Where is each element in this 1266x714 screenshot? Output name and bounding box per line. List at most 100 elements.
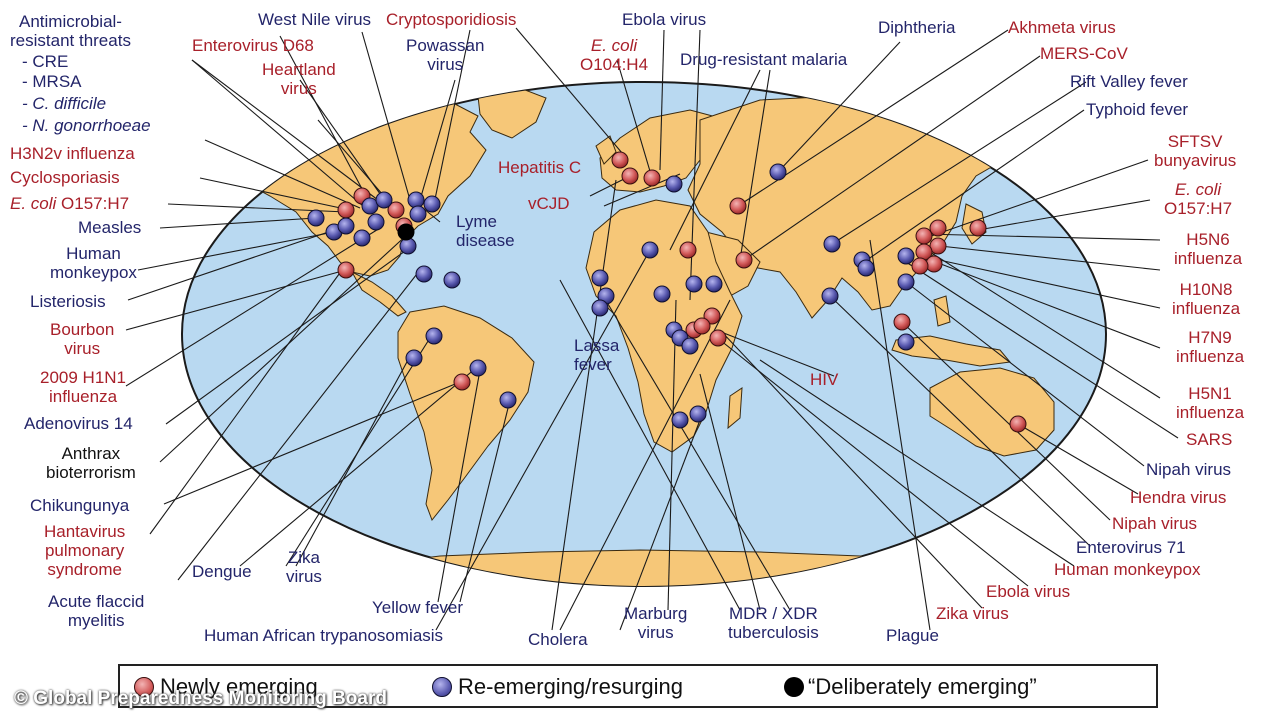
blue-dot xyxy=(857,259,875,277)
red-dot xyxy=(929,219,947,237)
label-h3n2v: H3N2v influenza xyxy=(10,144,135,163)
label-anthrax: Anthrax bioterrorism xyxy=(46,444,136,482)
blue-dot xyxy=(641,241,659,259)
legend-reemerging: Re-emerging/resurging xyxy=(458,674,683,699)
label-amr-cre: - CRE xyxy=(22,52,69,71)
madagascar xyxy=(727,387,743,430)
label-marburg: Marburg virus xyxy=(624,604,688,642)
label-mdr-xdr-tb: MDR / XDR tuberculosis xyxy=(728,604,819,642)
blue-dot xyxy=(591,299,609,317)
label-west-nile: West Nile virus xyxy=(258,10,372,29)
label-ecoli-west-a: E. coli xyxy=(10,194,57,213)
label-measles: Measles xyxy=(78,218,142,237)
label-diphtheria: Diphtheria xyxy=(878,18,956,37)
label-vcjd: vCJD xyxy=(528,194,570,213)
label-enterovirus-d68: Enterovirus D68 xyxy=(192,36,314,55)
deliberate-dot xyxy=(397,223,415,241)
leader-lines xyxy=(125,27,1179,631)
label-hendra: Hendra virus xyxy=(1130,488,1227,507)
new-zealand xyxy=(1065,441,1083,471)
label-nipah-blue: Nipah virus xyxy=(1146,460,1232,479)
philippines xyxy=(933,295,951,327)
label-lyme: Lyme disease xyxy=(456,212,515,250)
blue-dot xyxy=(823,235,841,253)
red-dot xyxy=(729,197,747,215)
label-amr-ngonorrhoeae: - N. gonorrhoeae xyxy=(22,116,151,135)
blue-dot xyxy=(653,285,671,303)
label-zika-bottom: Zika virus xyxy=(936,604,1009,623)
reemerging-dots xyxy=(307,163,915,429)
label-ecoli-west: E. coli O157:H7 xyxy=(10,194,129,213)
landmasses xyxy=(235,87,1083,586)
blue-dot xyxy=(399,237,417,255)
label-plague: Plague xyxy=(886,626,939,645)
label-ecoli-o104-a: E. coli xyxy=(590,36,638,55)
label-monkeypox-east: Human monkeypox xyxy=(1054,560,1201,579)
blue-dot xyxy=(689,405,707,423)
label-sars: SARS xyxy=(1186,430,1233,449)
label-ecoli-west-b: O157:H7 xyxy=(56,194,130,213)
blue-dot xyxy=(407,191,425,209)
blue-dot xyxy=(897,247,915,265)
label-yellow-fever: Yellow fever xyxy=(372,598,464,617)
blue-dot xyxy=(821,287,839,305)
blue-dot xyxy=(415,265,433,283)
label-powassan: Powassan virus xyxy=(406,36,485,74)
red-dot xyxy=(911,257,929,275)
label-h7n9: H7N9 influenza xyxy=(1176,328,1245,366)
blue-dot xyxy=(685,275,703,293)
label-bourbon: Bourbon virus xyxy=(50,320,115,358)
legend-black-dot xyxy=(784,677,804,697)
label-hantavirus: Hantavirus pulmonary syndrome xyxy=(44,522,126,579)
label-cyclosporiasis: Cyclosporiasis xyxy=(10,168,120,187)
label-amr-mrsa: - MRSA xyxy=(22,72,82,91)
label-chikungunya: Chikungunya xyxy=(30,496,130,515)
label-hepatitis-c: Hepatitis C xyxy=(498,158,582,177)
label-hiv: HIV xyxy=(810,370,839,389)
legend-red-dot xyxy=(134,677,154,697)
blue-dot xyxy=(375,191,393,209)
label-amr-title: Antimicrobial- resistant threats xyxy=(10,12,131,50)
blue-dot xyxy=(423,195,441,213)
label-h1n1: 2009 H1N1 influenza xyxy=(40,368,127,406)
label-enterovirus71: Enterovirus 71 xyxy=(1076,538,1186,557)
label-ecoli-east-b: O157:H7 xyxy=(1164,199,1233,218)
red-dot xyxy=(679,241,697,259)
red-dot xyxy=(1009,415,1027,433)
label-h10n8: H10N8 influenza xyxy=(1172,280,1241,318)
label-dengue: Dengue xyxy=(192,562,252,581)
blue-dot xyxy=(425,327,443,345)
blue-dot xyxy=(499,391,517,409)
label-zika-sa: Zika virus xyxy=(286,548,322,586)
blue-dot xyxy=(307,209,325,227)
blue-dot xyxy=(671,411,689,429)
label-ebola-top: Ebola virus xyxy=(622,10,707,29)
legend-newly-emerging: Newly emerging xyxy=(160,674,318,699)
red-dot xyxy=(337,201,355,219)
legend: Newly emerging Re-emerging/resurging “De… xyxy=(118,664,1158,708)
legend-deliberately-emerging: “Deliberately emerging” xyxy=(808,674,1037,699)
credit-watermark: © Global Preparedness Monitoring Board xyxy=(14,688,387,709)
label-h5n1: H5N1 influenza xyxy=(1176,384,1245,422)
blue-dot xyxy=(405,349,423,367)
red-dot xyxy=(735,251,753,269)
blue-dot xyxy=(469,359,487,377)
red-dot xyxy=(709,329,727,347)
label-adenovirus14: Adenovirus 14 xyxy=(24,414,133,433)
red-dot xyxy=(893,313,911,331)
blue-dot xyxy=(665,175,683,193)
label-h5n6: H5N6 influenza xyxy=(1174,230,1243,268)
red-dot xyxy=(453,373,471,391)
label-rift-valley: Rift Valley fever xyxy=(1070,72,1188,91)
blue-dot xyxy=(897,333,915,351)
blue-dot xyxy=(443,271,461,289)
legend-blue-dot xyxy=(432,677,452,697)
blue-dot xyxy=(367,213,385,231)
label-ebola-bottom: Ebola virus xyxy=(986,582,1071,601)
label-ecoli-east-a: E. coli xyxy=(1174,180,1222,199)
british-isles xyxy=(595,135,617,165)
blue-dot xyxy=(409,205,427,223)
red-dot xyxy=(611,151,629,169)
